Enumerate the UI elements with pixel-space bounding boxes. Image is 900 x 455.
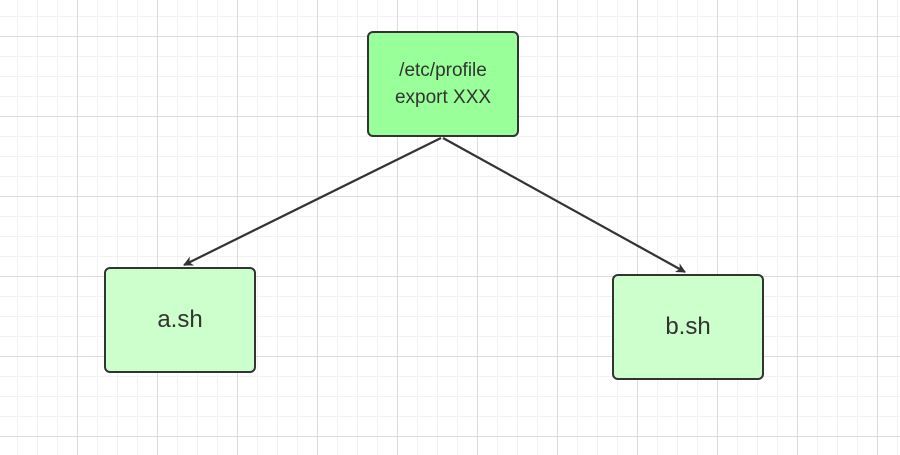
- node-b-sh[interactable]: b.sh: [612, 274, 764, 380]
- node-etc-profile-line2: export XXX: [394, 87, 492, 108]
- node-a-sh-label: a.sh: [157, 306, 203, 333]
- node-etc-profile-line1: /etc/profile: [399, 60, 487, 81]
- edge-root-to-a: [183, 137, 442, 266]
- node-a-sh[interactable]: a.sh: [104, 267, 256, 373]
- node-b-sh-label: b.sh: [665, 313, 711, 340]
- node-etc-profile[interactable]: /etc/profile export XXX: [367, 31, 519, 137]
- edge-root-to-b: [442, 137, 686, 273]
